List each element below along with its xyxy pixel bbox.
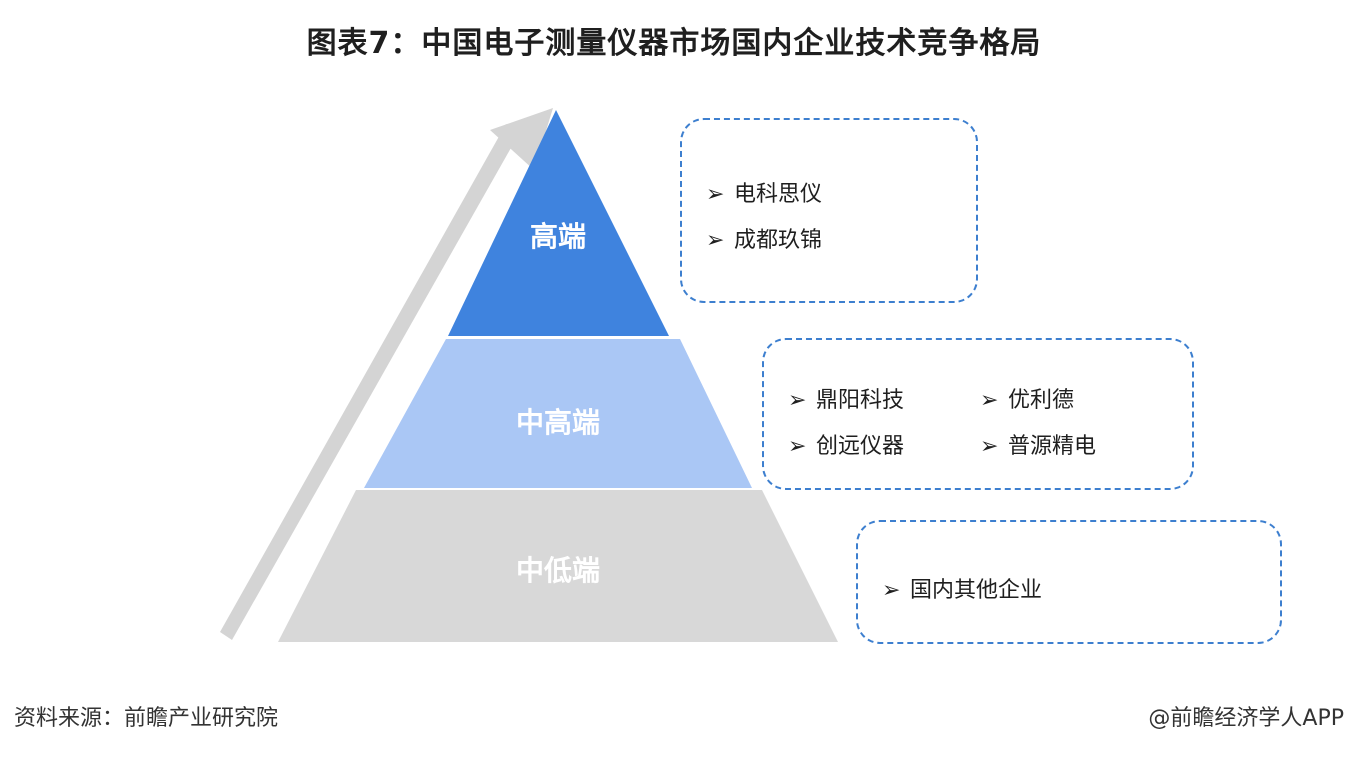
company-item: ➢ 优利德	[980, 382, 1074, 414]
tier-mid-low-shape	[278, 490, 838, 642]
company-item: ➢ 创远仪器	[788, 428, 904, 460]
high-tier-company-box	[680, 118, 978, 303]
tier-high-label: 高端	[530, 220, 586, 253]
company-name: 国内其他企业	[910, 578, 1043, 603]
bullet-arrow-icon: ➢	[706, 228, 725, 253]
chart-title: 图表7：中国电子测量仪器市场国内企业技术竞争格局	[306, 26, 1042, 61]
mid-high-tier-company-box	[762, 338, 1194, 490]
bullet-arrow-icon: ➢	[882, 578, 901, 603]
company-name: 成都玖锦	[734, 228, 823, 253]
tier-mid-high-shape	[364, 339, 752, 488]
bullet-arrow-icon: ➢	[980, 434, 999, 459]
source-note: 资料来源：前瞻产业研究院	[14, 706, 279, 731]
company-name: 鼎阳科技	[816, 388, 905, 413]
company-item: ➢ 鼎阳科技	[788, 382, 904, 414]
company-item: ➢ 成都玖锦	[706, 222, 822, 254]
bullet-arrow-icon: ➢	[788, 388, 807, 413]
bullet-arrow-icon: ➢	[980, 388, 999, 413]
tier-mid-high-label: 中高端	[516, 406, 600, 439]
tier-mid-low-label: 中低端	[516, 554, 600, 587]
bullet-arrow-icon: ➢	[788, 434, 807, 459]
company-name: 普源精电	[1008, 434, 1097, 459]
company-item: ➢ 普源精电	[980, 428, 1096, 460]
company-name: 创远仪器	[816, 434, 905, 459]
company-item: ➢ 国内其他企业	[882, 572, 1042, 604]
tier-high-shape	[448, 110, 669, 336]
company-name: 电科思仪	[734, 182, 823, 207]
company-item: ➢ 电科思仪	[706, 176, 822, 208]
bullet-arrow-icon: ➢	[706, 182, 725, 207]
credit-note: @前瞻经济学人APP	[1148, 706, 1344, 731]
company-name: 优利德	[1008, 388, 1075, 413]
mid-low-tier-company-box	[856, 520, 1282, 644]
